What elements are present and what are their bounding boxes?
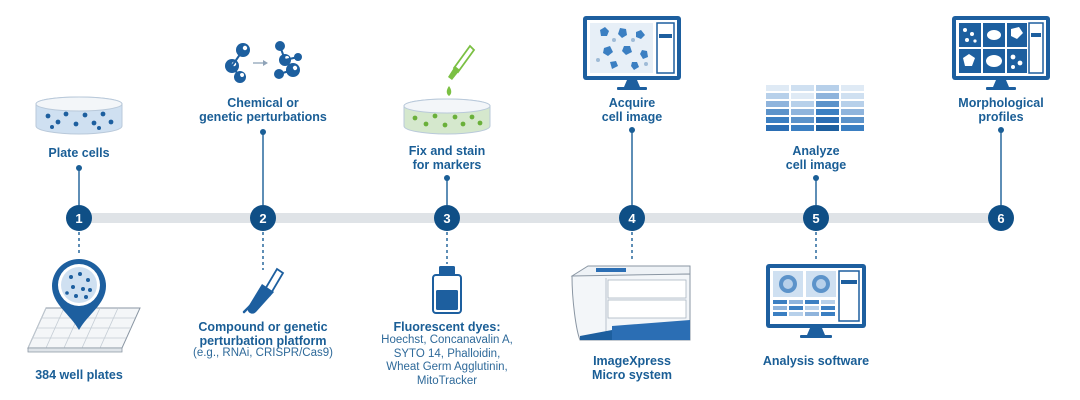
step-2-top-label: Chemical or genetic perturbations [199,96,327,124]
step-3-top-label: Fix and stain for markers [408,144,486,172]
monitor-cells-icon [583,16,681,90]
connector-dot-1 [76,165,82,171]
step-4-bottom-label: ImageXpress Micro system [592,354,672,382]
step-marker-5: 5 [803,205,829,231]
dropper-dish-icon [403,44,491,135]
step-number-5: 5 [812,211,819,226]
step-5-top-label: Analyze cell image [785,144,847,172]
step-marker-2: 2 [250,205,276,231]
step-number-4: 4 [628,211,636,226]
connector-dot-4 [629,127,635,133]
connector-dot-6 [998,127,1004,133]
step-number-2: 2 [259,211,266,226]
step-1-top-label: Plate cells [48,146,110,160]
step-marker-1: 1 [66,205,92,231]
step-number-1: 1 [75,211,82,226]
step-marker-4: 4 [619,205,645,231]
petri-dish-icon [35,96,123,135]
step-number-6: 6 [997,211,1004,226]
step-5-bottom-label: Analysis software [762,354,870,368]
connectors [78,130,1002,270]
step-6-top-label: Morphological profiles [958,96,1044,124]
step-marker-6: 6 [988,205,1014,231]
well-plate-icon [27,259,141,353]
timeline-bar [80,213,1000,223]
connector-dot-5 [813,175,819,181]
imaging-system-icon [570,265,691,341]
heatmap-icon [766,85,864,131]
profiles-monitor-icon [952,16,1050,90]
step-3-bottom-sub: Hoechst, Concanavalin A, SYTO 14, Phallo… [381,334,513,387]
step-2-bottom-sub: (e.g., RNAi, CRISPR/Cas9) [193,347,333,359]
molecule-perturbation-icon [225,41,302,83]
step-number-3: 3 [443,211,450,226]
dye-bottle-icon [432,266,462,314]
analysis-monitor-icon [766,264,866,338]
connector-dot-3 [444,175,450,181]
step-3-bottom-label: Fluorescent dyes: [393,320,501,334]
pipette-icon [242,267,285,314]
step-2-bottom-label: Compound or genetic perturbation platfor… [198,320,328,348]
step-4-top-label: Acquire cell image [601,96,663,124]
step-marker-3: 3 [434,205,460,231]
step-1-bottom-label: 384 well plates [35,368,123,382]
connector-dot-2 [260,129,266,135]
